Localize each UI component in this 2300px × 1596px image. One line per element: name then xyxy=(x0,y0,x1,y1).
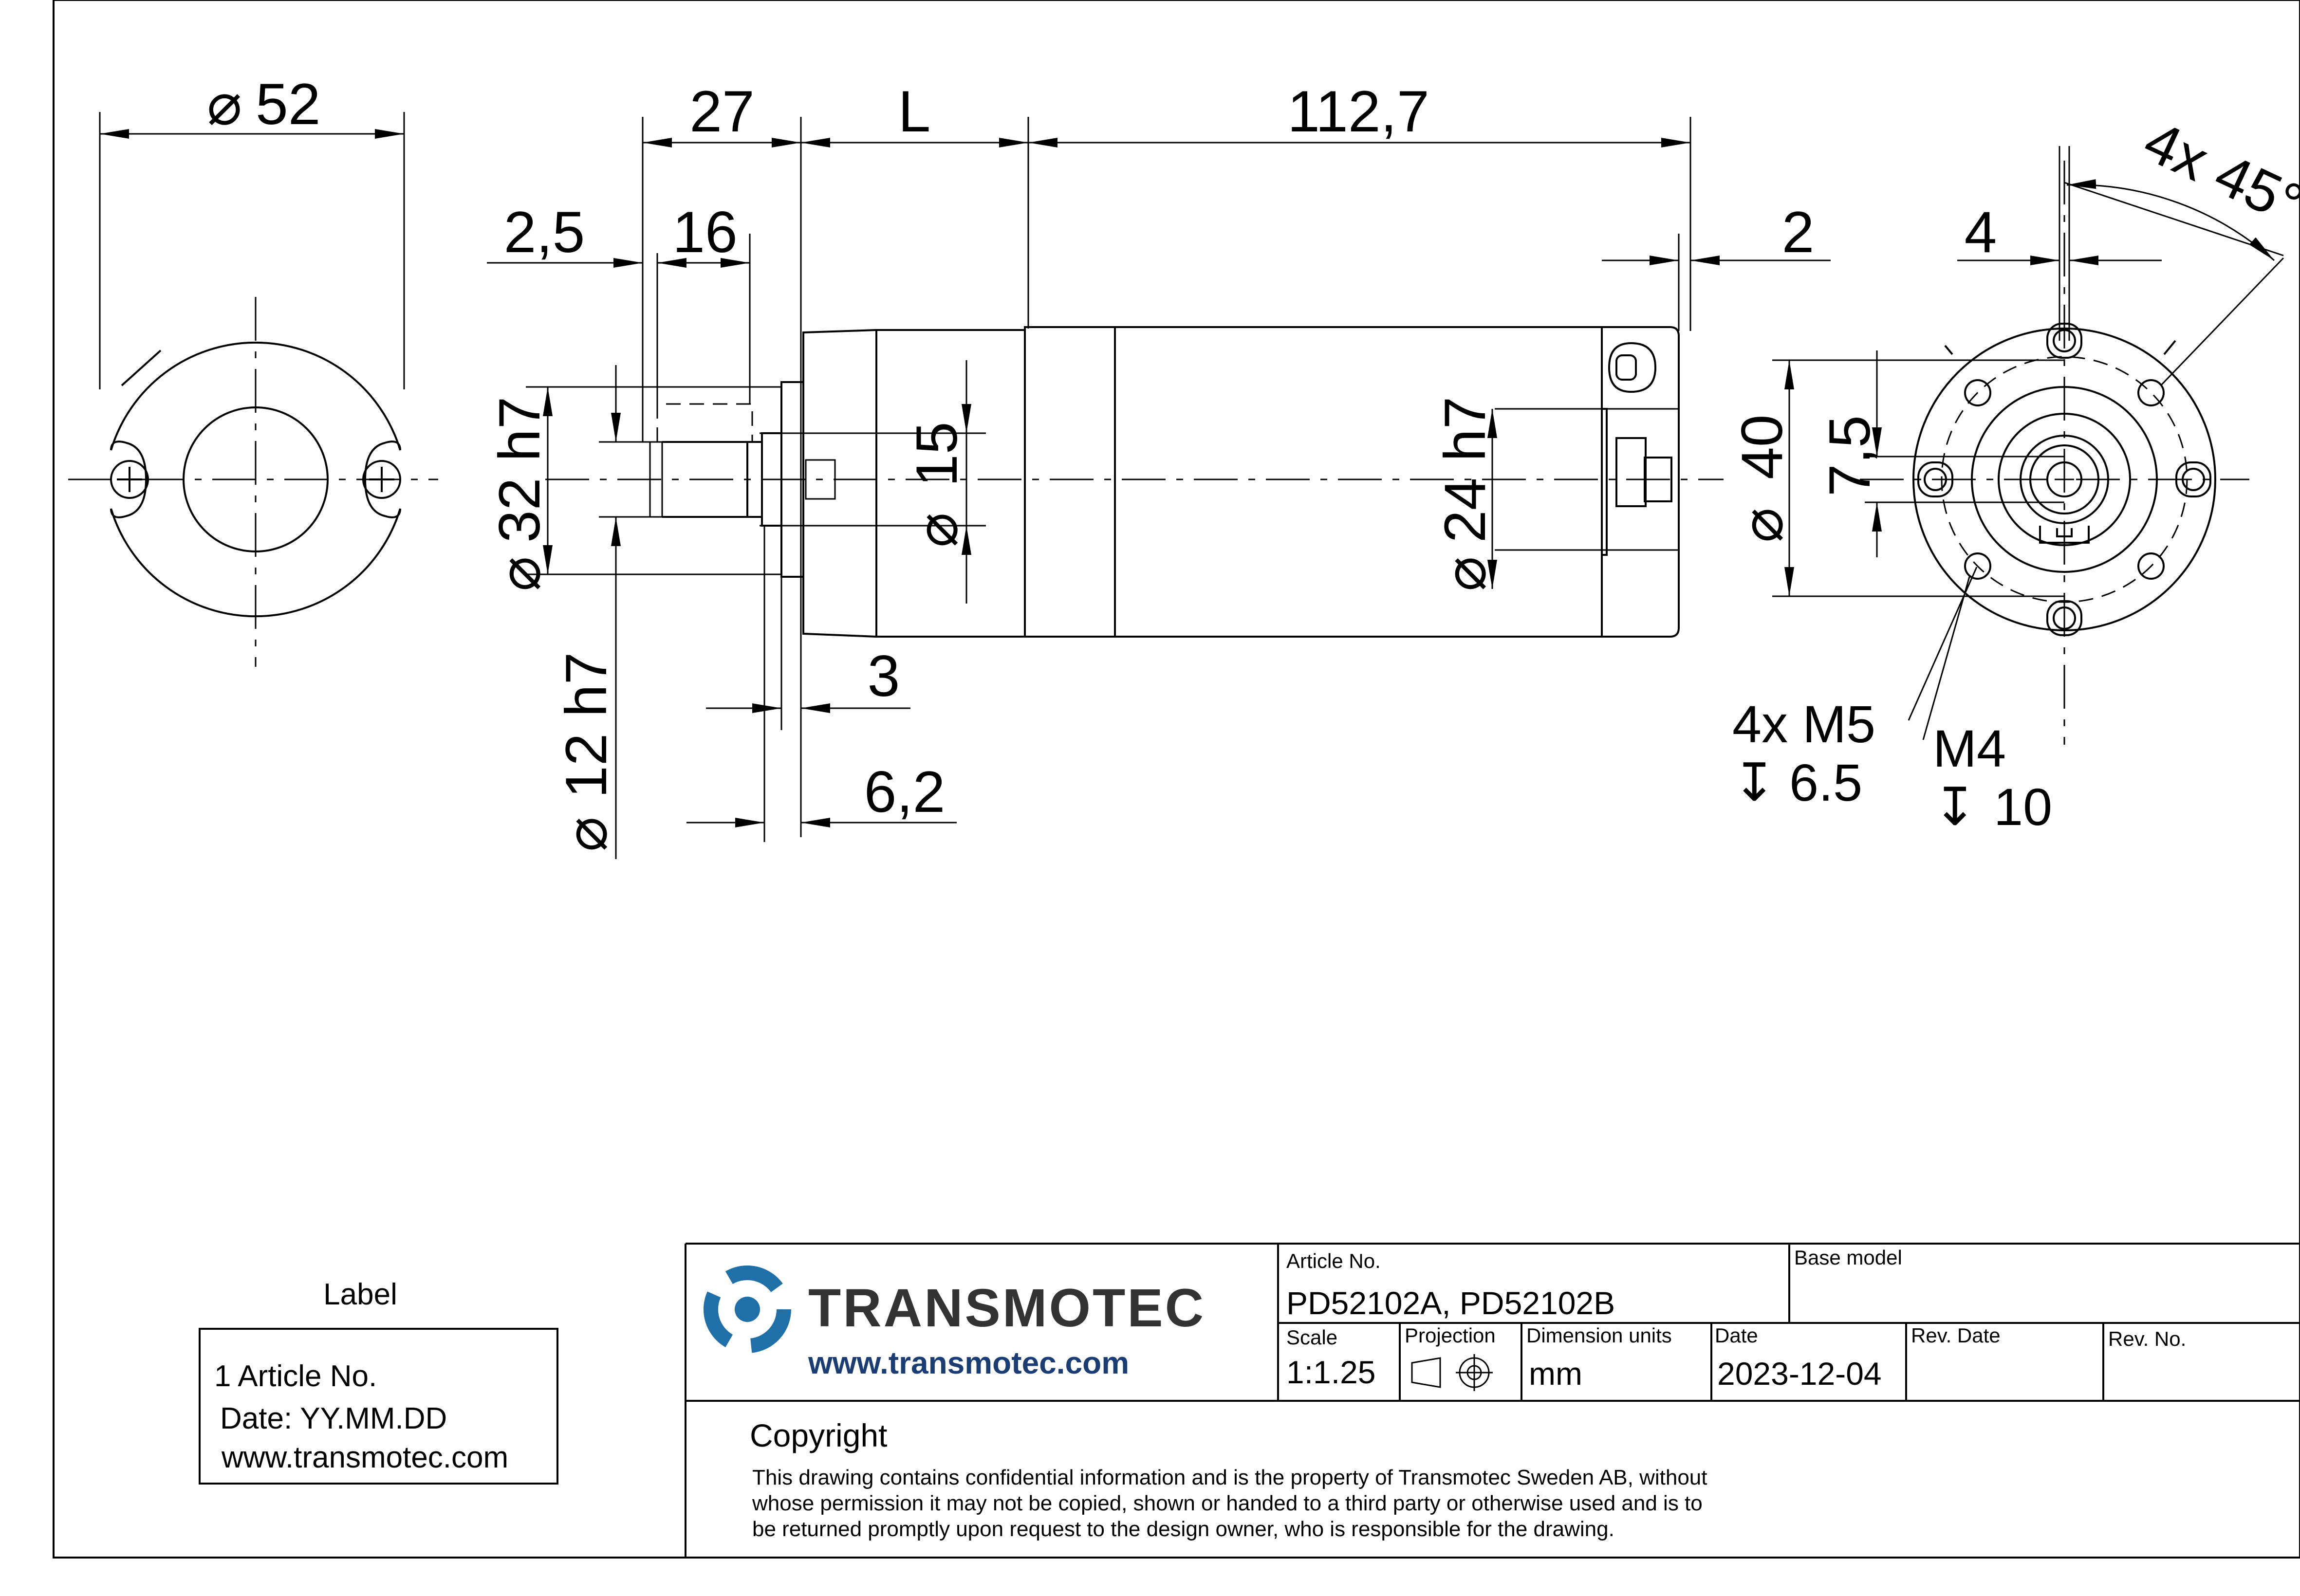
dim-32-diameter-symbol: ⌀ xyxy=(487,556,552,591)
article-no-label: Article No. xyxy=(1286,1249,1381,1272)
callout-m5-depth-symbol: ↧ xyxy=(1732,753,1777,812)
label-line-website: www.transmotec.com xyxy=(221,1441,508,1474)
units-value: mm xyxy=(1529,1356,1582,1392)
callout-m4-thread: M4 xyxy=(1933,719,2006,778)
dim-112-7: 112,7 xyxy=(1287,79,1429,144)
dim-15-diameter-symbol: ⌀ xyxy=(904,513,969,548)
dim-2-5: 2,5 xyxy=(504,200,585,265)
copyright-line-2: whose permission it may not be copied, s… xyxy=(752,1491,1703,1515)
drawing-frame xyxy=(53,0,2300,1559)
dim-24-diameter-symbol: ⌀ xyxy=(1432,556,1498,591)
title-block: TRANSMOTEC www.transmotec.com Article No… xyxy=(685,1243,2300,1558)
copyright-line-1: This drawing contains confidential infor… xyxy=(752,1466,1707,1489)
dim-40-diameter-symbol: ⌀ xyxy=(1729,508,1795,543)
dim-24: 24 h7 xyxy=(1432,397,1498,543)
label-box: Label 1 Article No. Date: YY.MM.DD www.t… xyxy=(199,1278,558,1485)
units-label: Dimension units xyxy=(1526,1324,1672,1347)
brand-name: TRANSMOTEC xyxy=(808,1278,1206,1338)
flange-view xyxy=(1772,146,2284,745)
dim-16: 16 xyxy=(672,200,737,265)
rev-date-label: Rev. Date xyxy=(1911,1324,2001,1347)
projection-symbol-icon xyxy=(1411,1354,1493,1391)
dim-2: 2 xyxy=(1782,200,1815,265)
dim-12: 12 h7 xyxy=(554,652,619,798)
transmotec-logo-icon xyxy=(704,1266,791,1353)
scale-value: 1:1.25 xyxy=(1286,1354,1376,1390)
dimension-labels: ⌀ 52 27 L 112,7 2,5 16 2 4 4x 45° ⌀ 32 h… xyxy=(207,72,2300,852)
callout-m5-thread: 4x M5 xyxy=(1732,695,1875,753)
date-value: 2023-12-04 xyxy=(1717,1356,1882,1392)
dim-40: 40 xyxy=(1729,415,1795,479)
dim-outer-diameter-symbol: ⌀ xyxy=(207,72,242,137)
brand-website[interactable]: www.transmotec.com xyxy=(808,1345,1129,1380)
dim-outer-diameter: 52 xyxy=(256,72,320,137)
dim-15: 15 xyxy=(904,422,969,487)
dim-32: 32 h7 xyxy=(487,397,552,543)
dim-3: 3 xyxy=(868,643,900,709)
scale-label: Scale xyxy=(1286,1326,1337,1349)
dim-7-5: 7,5 xyxy=(1817,415,1882,496)
copyright-line-3: be returned promptly upon request to the… xyxy=(752,1517,1614,1541)
base-model-label: Base model xyxy=(1794,1246,1902,1269)
label-box-title: Label xyxy=(323,1278,397,1311)
dim-4: 4 xyxy=(1965,200,1997,265)
dim-angle: 4x 45° xyxy=(2134,108,2300,238)
callout-m5-depth: 6.5 xyxy=(1789,753,1862,812)
dim-27: 27 xyxy=(689,79,754,144)
thread-callouts: 4x M5 ↧ 6.5 M4 ↧ 10 xyxy=(1732,695,2052,836)
dim-12-diameter-symbol: ⌀ xyxy=(554,817,619,852)
copyright-title: Copyright xyxy=(750,1417,887,1453)
callout-m4-depth-symbol: ↧ xyxy=(1933,777,1977,836)
dim-6-2: 6,2 xyxy=(864,759,946,825)
rev-no-label: Rev. No. xyxy=(2108,1327,2186,1350)
callout-m4-depth: 10 xyxy=(1994,777,2052,836)
side-view xyxy=(487,117,1831,859)
projection-label: Projection xyxy=(1405,1324,1496,1347)
front-view xyxy=(68,112,438,667)
date-label: Date xyxy=(1715,1324,1758,1347)
label-line-article: 1 Article No. xyxy=(214,1359,377,1393)
dim-L: L xyxy=(898,79,931,144)
article-no-value: PD52102A, PD52102B xyxy=(1286,1285,1615,1321)
label-line-date: Date: YY.MM.DD xyxy=(220,1402,447,1435)
